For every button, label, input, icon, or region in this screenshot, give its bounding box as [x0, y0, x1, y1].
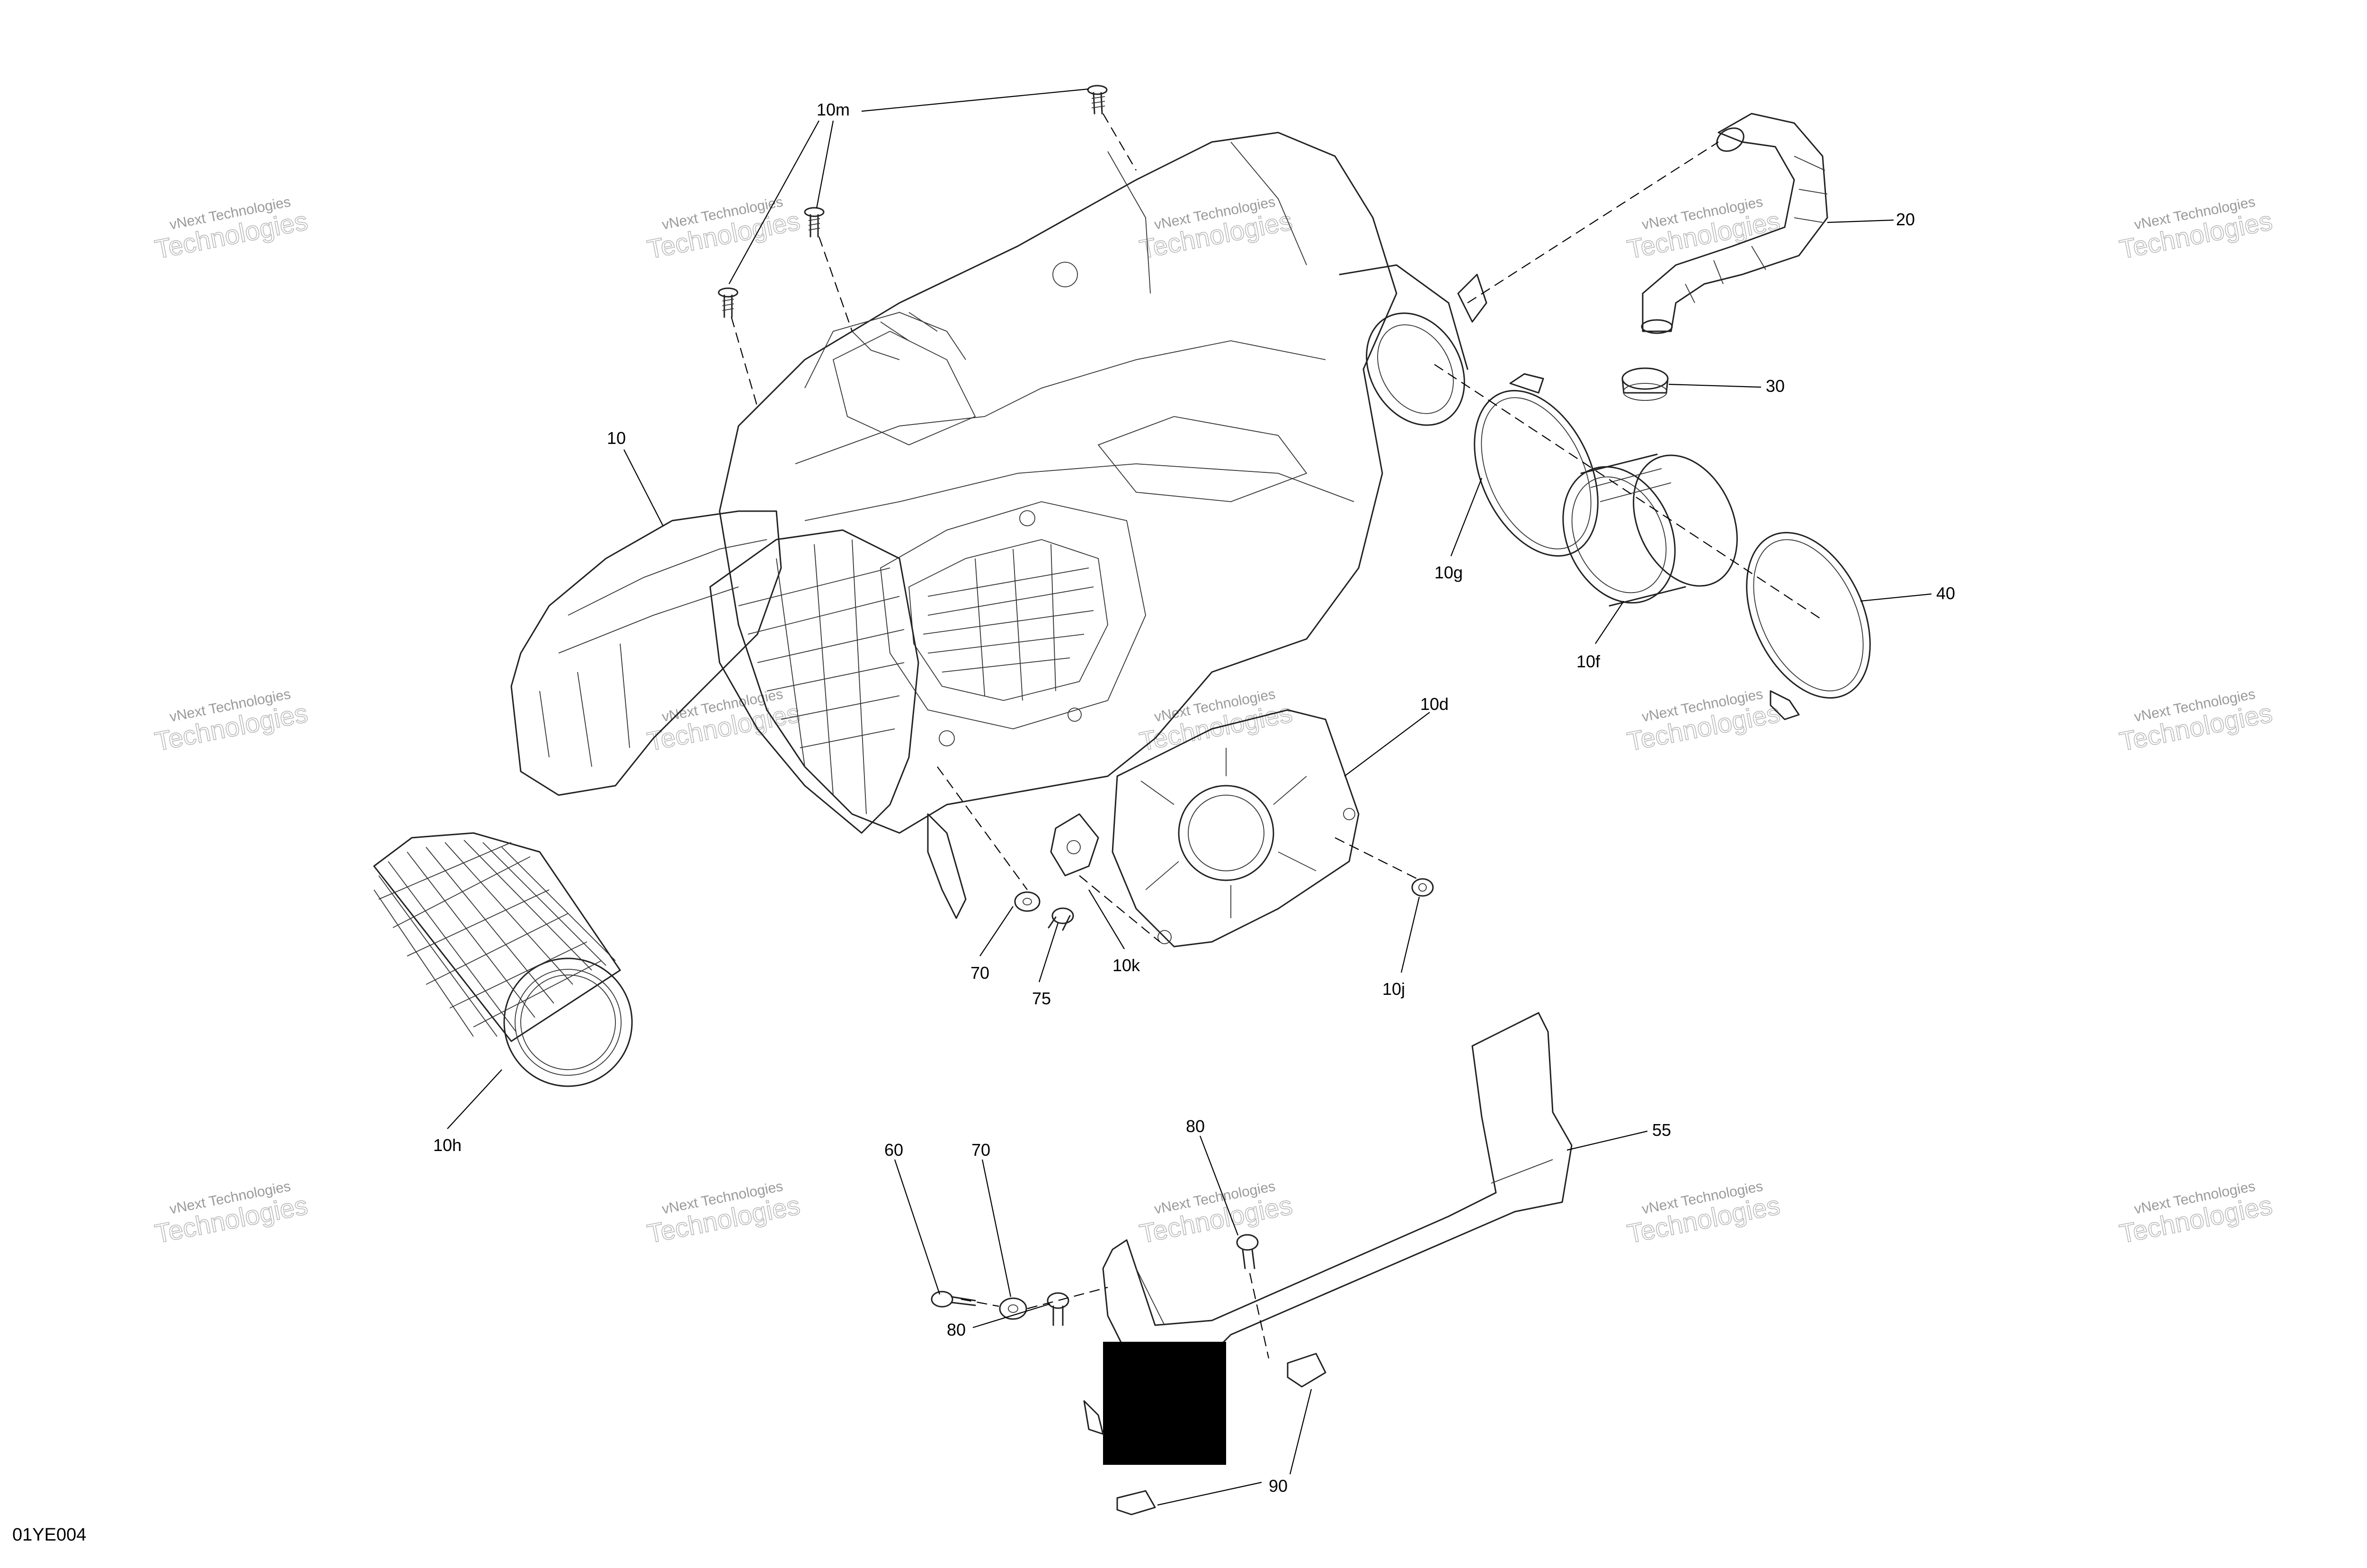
callout-10f: 10f	[1576, 652, 1601, 671]
assembly-dash-lines	[730, 113, 1823, 1359]
housing-ribbed-support	[709, 529, 967, 919]
bolt-75	[1048, 907, 1074, 931]
clamp-10g	[1474, 373, 1599, 557]
watermark-grid: vNext Technologies Technologies vNext Te…	[152, 194, 2275, 1249]
screw-10m-c	[718, 287, 739, 318]
cover-10d	[1112, 709, 1360, 948]
watermark: vNext Technologies Technologies	[2117, 1178, 2275, 1249]
clip-90-bottom	[1116, 1490, 1156, 1515]
callout-10m: 10m	[817, 100, 850, 119]
watermark: vNext Technologies Technologies	[2117, 686, 2275, 757]
air-filter-10h	[373, 832, 633, 1087]
callout-70-bottom: 70	[971, 1140, 990, 1160]
callout-10j: 10j	[1382, 979, 1405, 999]
callout-90: 90	[1269, 1476, 1288, 1496]
boot-10f	[1562, 453, 1738, 607]
callout-40: 40	[1936, 584, 1955, 603]
callout-60: 60	[884, 1140, 903, 1160]
bracket-55	[1083, 1012, 1573, 1465]
callout-30: 30	[1766, 376, 1785, 396]
leader-lines	[447, 88, 1932, 1506]
watermark: vNext Technologies Technologies	[644, 1178, 803, 1249]
watermark: vNext Technologies Technologies	[644, 194, 803, 265]
watermark: vNext Technologies Technologies	[1137, 194, 1295, 265]
watermark: vNext Technologies Technologies	[644, 686, 803, 757]
callout-10g: 10g	[1434, 563, 1463, 582]
callout-70-top: 70	[970, 963, 989, 983]
screw-10m-a	[1087, 85, 1108, 115]
callout-80-bottom: 80	[947, 1320, 966, 1339]
watermark: vNext Technologies Technologies	[1624, 686, 1783, 757]
bolt-80-top	[1236, 1234, 1259, 1269]
callout-10d: 10d	[1420, 694, 1449, 714]
washer-70-bottom	[999, 1297, 1027, 1320]
bolt-80-bottom	[1047, 1292, 1069, 1326]
label-block	[1103, 1342, 1226, 1465]
callout-labels: 10m 20 30 10 10g 40 10f 10d 70 75 10k 10…	[433, 100, 1955, 1496]
intake-snorkel	[510, 510, 782, 796]
hose-20	[1641, 113, 1828, 334]
callout-10h: 10h	[433, 1135, 462, 1155]
watermark: vNext Technologies Technologies	[1624, 1178, 1783, 1249]
clamp-40	[1746, 532, 1871, 720]
watermark: vNext Technologies Technologies	[152, 686, 311, 757]
watermark: vNext Technologies Technologies	[1137, 686, 1295, 757]
watermark: vNext Technologies Technologies	[1137, 1178, 1295, 1249]
screw-10m-b	[804, 207, 825, 238]
airbox-housing	[719, 132, 1397, 834]
clamp-30	[1621, 367, 1669, 401]
bolt-60	[931, 1291, 976, 1308]
airbox-outlet	[1339, 264, 1487, 426]
diagram-code: 01YE004	[12, 1525, 87, 1545]
clip-90-right	[1287, 1353, 1326, 1388]
callout-20: 20	[1896, 210, 1915, 229]
watermark: vNext Technologies Technologies	[1624, 194, 1783, 265]
callout-75: 75	[1032, 989, 1051, 1008]
callout-10: 10	[607, 428, 626, 448]
nut-10j	[1411, 878, 1434, 897]
watermark: vNext Technologies Technologies	[152, 194, 311, 265]
callout-55: 55	[1652, 1120, 1671, 1140]
callout-10k: 10k	[1112, 956, 1140, 975]
watermark: vNext Technologies Technologies	[152, 1178, 311, 1249]
callout-80-top: 80	[1186, 1116, 1205, 1136]
watermark: vNext Technologies Technologies	[2117, 194, 2275, 265]
washer-70-top	[1014, 891, 1041, 912]
clip-10k	[1050, 813, 1099, 877]
